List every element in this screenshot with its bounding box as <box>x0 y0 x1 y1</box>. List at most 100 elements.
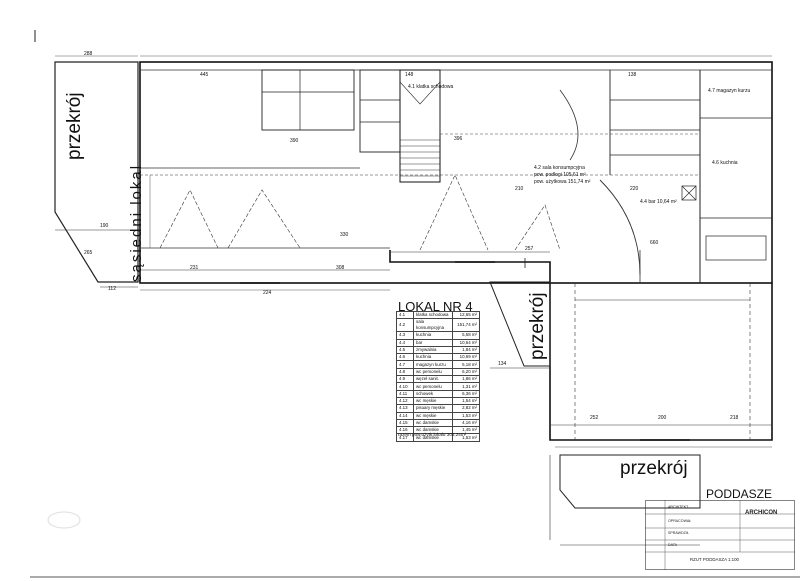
dim: 257 <box>525 246 534 252</box>
room-no-cell: 4.9 <box>396 375 414 384</box>
room-area-cell: 10,69 m² <box>452 353 480 362</box>
hall-usable-area: pow. użytkowa 151,74 m² <box>534 179 591 185</box>
dim: 330 <box>340 232 349 238</box>
room-name-cell: magazyn kurzu <box>413 360 453 369</box>
title-block-date: DATA <box>668 543 678 547</box>
title-block-checked: SPRAWDZIŁ <box>668 531 689 535</box>
dim: 308 <box>336 265 345 271</box>
upper-building-outline <box>139 61 773 284</box>
section-label-middle: przekrój <box>527 292 548 360</box>
dim: 390 <box>290 138 299 144</box>
room-area-cell: 6,36 m² <box>452 389 480 398</box>
storage-label: 4.7 magazyn kurzu <box>708 88 751 94</box>
window-marks <box>240 261 690 441</box>
section-wedge-middle <box>489 281 551 369</box>
room-area-cell: 1,53 m² <box>452 411 480 420</box>
title-block-drawn: OPRACOWAŁ <box>668 519 692 523</box>
room-area-cell: 1,84 m² <box>452 345 480 355</box>
floor-label: PODDASZE <box>706 487 773 501</box>
dim: 210 <box>515 186 524 192</box>
bar-label: 4.4 bar 10,64 m² <box>640 199 677 205</box>
room-name-cell: sala konsumpcyjna <box>413 318 453 333</box>
stairs-label: 4.1 klatka schodowa <box>408 84 454 90</box>
room-name-cell: bar <box>413 338 453 347</box>
room-area-cell: 151,74 m² <box>452 318 480 333</box>
room-name-cell: wc personelu <box>413 382 453 391</box>
stamp-mark <box>47 511 81 529</box>
room-no-cell: 4.1 <box>396 310 414 320</box>
room-no-cell: 4.11 <box>396 389 414 398</box>
section-wedge-bottom <box>549 454 701 546</box>
dim: 445 <box>200 72 209 78</box>
room-area-cell: 5,58 m² <box>452 331 480 340</box>
room-name-cell: wc damskie <box>413 418 453 428</box>
room-area-cell: 12,65 m² <box>452 310 480 320</box>
room-area-cell: 1,31 m² <box>452 382 480 391</box>
dim: 190 <box>100 223 109 229</box>
room-name-cell: kuchnia <box>413 331 453 340</box>
dim: 218 <box>730 415 739 421</box>
hall-floor-area: pow. podłogi 105,61 m² <box>534 172 586 178</box>
dim: 134 <box>498 361 507 367</box>
room-no-cell: 4.4 <box>396 338 414 347</box>
room-name-cell: wc personelu <box>413 367 453 377</box>
dim: 200 <box>658 415 667 421</box>
title-block <box>645 500 795 570</box>
room-name-cell: klatka schodowa <box>413 310 453 320</box>
room-no-cell: 4.14 <box>396 411 414 420</box>
room-area-cell: 10,64 m² <box>452 338 480 347</box>
room-area-cell: 4,16 m² <box>452 418 480 428</box>
room-name-cell: wc męskie <box>413 411 453 420</box>
room-no-cell: 4.7 <box>396 360 414 369</box>
dim: 231 <box>190 265 199 271</box>
room-area-cell: 2,82 m² <box>452 404 480 413</box>
dim: 252 <box>590 415 599 421</box>
total-area: razem pow.użytk.lokalu 305,24m² <box>398 432 467 437</box>
room-no-cell: 4.15 <box>396 418 414 428</box>
section-label-bottom: przekrój <box>620 458 688 479</box>
room-no-cell: 4.2 <box>396 318 414 333</box>
dim: 396 <box>454 136 463 142</box>
room-name-cell: wc męskie <box>413 396 453 406</box>
neighbor-unit <box>54 61 139 288</box>
kitchen-label: 4.6 kuchnia <box>712 160 738 166</box>
room-area-cell: 1,54 m² <box>452 396 480 406</box>
dim: 265 <box>84 250 93 256</box>
room-name-cell: pisuary męskie <box>413 404 453 413</box>
dim: 148 <box>405 72 414 78</box>
room-no-cell: 4.12 <box>396 396 414 406</box>
room-area-cell: 1,86 m² <box>452 375 480 384</box>
section-label-left: przekrój <box>64 92 85 160</box>
room-name-cell: węzeł sanit. <box>413 375 453 384</box>
room-name-cell: schowek <box>413 389 453 398</box>
room-area-cell: 5,18 m² <box>452 360 480 369</box>
room-no-cell: 4.10 <box>396 382 414 391</box>
title-block-architect: ARCHITEKT <box>668 505 689 509</box>
room-area-cell: 1,53 m² <box>452 433 480 442</box>
room-area-cell: 6,20 m² <box>452 367 480 377</box>
room-area-cell: 1,45 m² <box>452 426 480 435</box>
dim: 288 <box>84 51 93 57</box>
dim: 660 <box>650 240 659 246</box>
dim: 220 <box>630 186 639 192</box>
room-no-cell: 4.6 <box>396 353 414 362</box>
room-no-cell: 4.3 <box>396 331 414 340</box>
hall-label: 4.2 sala konsumpcyjna <box>534 165 585 171</box>
room-name-cell: kuchnia <box>413 353 453 362</box>
neighbor-unit-label: sąsiedni lokal <box>128 163 145 282</box>
